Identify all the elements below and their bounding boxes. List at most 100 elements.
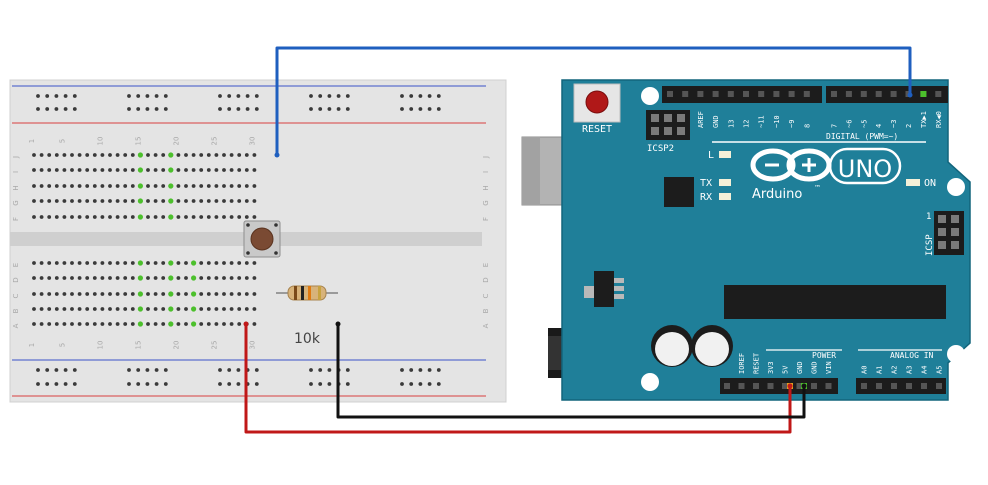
icsp2-pin [651,127,659,135]
breadboard-hole [39,307,44,311]
header-socket [758,91,765,97]
wire-end [787,383,793,389]
breadboard-hole [62,168,67,172]
rail-hole [309,382,313,386]
digital-header-right [826,86,948,103]
rail-hole [72,107,77,111]
breadboard-hole [92,307,97,311]
breadboard-hole [115,307,120,311]
led-l [719,151,731,158]
rail-hole [409,368,414,372]
breadboard-hole [244,307,249,311]
rail-hole [127,107,131,111]
breadboard-hole [191,291,197,297]
digital-pin-label: 2 [905,124,913,128]
breadboard-row-letter: J [12,156,20,159]
breadboard-hole [70,292,74,296]
rail-hole [427,368,432,372]
header-socket [803,91,810,97]
digital-pin-label: ~3 [890,120,898,128]
breadboard-hole [206,261,211,265]
breadboard-hole [146,215,150,219]
header-socket [773,91,780,97]
rail-hole [345,107,350,111]
breadboard-hole [252,261,257,265]
breadboard-hole [199,215,204,219]
rail-hole [436,382,441,386]
breadboard-column-number: 30 [248,137,256,146]
breadboard-hole [146,322,150,326]
breadboard-hole [47,276,52,280]
breadboard-hole [47,307,52,311]
breadboard-hole [62,184,67,188]
arduino-logo [750,148,832,182]
breadboard-hole [252,322,257,326]
digital-pin-label: 8 [803,124,811,128]
pushbutton-corner [274,223,278,227]
rail-hole [400,382,404,386]
rail-hole [145,382,150,386]
breadboard-hole [39,292,44,296]
breadboard-hole [92,215,97,219]
breadboard-hole [32,184,36,188]
icsp-pins [938,215,959,249]
mounting-hole [947,345,965,363]
rail-hole [45,382,50,386]
breadboard-hole [54,184,59,188]
breadboard-hole [199,261,204,265]
breadboard-column-number: 1 [28,343,36,347]
wire-blue-signal [275,46,912,155]
breadboard-hole [191,275,197,281]
icsp2-label: ICSP2 [647,144,674,154]
breadboard-hole [237,292,242,296]
rail-hole [63,382,68,386]
led-rx [719,193,731,200]
digital-pin-label: ~6 [845,120,853,128]
breadboard-hole [54,168,59,172]
rail-hole [318,368,323,372]
breadboard-hole [137,321,143,327]
header-socket [890,91,897,97]
rail-hole [127,382,131,386]
breadboard-hole [108,261,112,265]
breadboard-hole [161,276,166,280]
rail-hole [218,94,222,98]
breadboard-row-letter: A [12,323,20,328]
rail-hole [127,368,131,372]
rail-hole [45,94,50,98]
breadboard-hole [62,307,67,311]
board-pcb [561,79,971,401]
breadboard-hole [70,153,74,157]
breadboard-hole [153,184,158,188]
breadboard-hole [108,307,112,311]
breadboard-hole [206,215,211,219]
power-pin-label: 5V [782,365,790,374]
resistor-band-orange [308,286,311,300]
breadboard-hole [244,184,249,188]
rail-hole [54,107,59,111]
breadboard-hole [123,215,128,219]
rail-hole [254,107,259,111]
breadboard-hole [54,153,59,157]
model-label: UNO [838,155,892,183]
breadboard-hole [168,183,174,189]
breadboard-hole [92,322,97,326]
breadboard-hole [108,292,112,296]
breadboard-hole [100,199,105,203]
rail-hole [145,107,150,111]
breadboard-hole [153,215,158,219]
digital-pin-label: ~5 [860,120,868,128]
breadboard-hole [252,168,257,172]
breadboard-hole [115,215,120,219]
breadboard-hole [146,276,150,280]
capacitor-right [691,325,733,367]
breadboard-hole [77,199,82,203]
breadboard-hole [108,322,112,326]
power-pin-label: GND [811,361,819,374]
header-socket [845,91,852,97]
header-socket [891,383,897,389]
breadboard-hole [191,306,197,312]
brand-label: Arduino [752,187,802,202]
rail-hole [327,368,332,372]
rail-hole [400,94,404,98]
